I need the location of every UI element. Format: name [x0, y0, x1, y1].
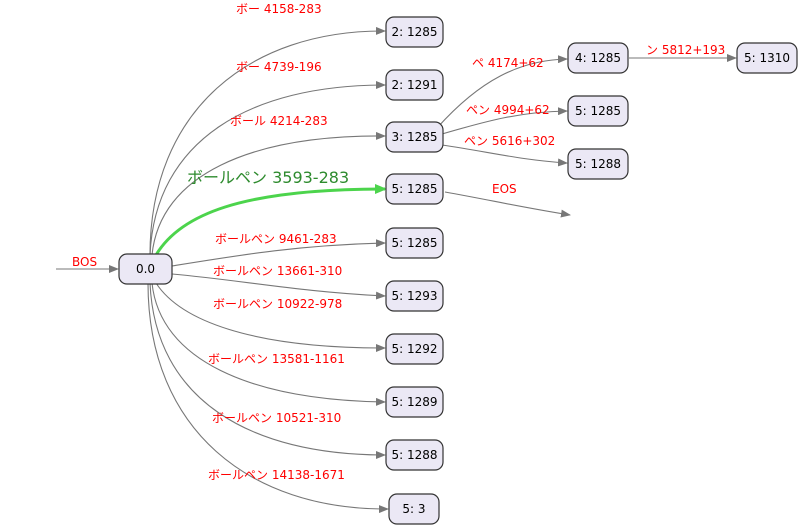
node-c: 3: 1285	[385, 121, 444, 153]
edge-h	[151, 282, 386, 406]
svg-text:5: 1285: 5: 1285	[391, 182, 437, 196]
svg-text:2: 1285: 2: 1285	[391, 25, 437, 39]
label-edge-best: ボールペン 3593-283	[187, 168, 349, 187]
svg-text:5: 1288: 5: 1288	[391, 448, 437, 462]
edge-b	[149, 81, 386, 256]
svg-text:5: 1285: 5: 1285	[391, 236, 437, 250]
svg-text:5: 1292: 5: 1292	[391, 342, 437, 356]
label-edge-a: ボー 4158-283	[236, 2, 322, 16]
node-root: 0.0	[118, 253, 173, 285]
label-edge-h: ボールペン 13581-1161	[208, 352, 345, 366]
edge-eos	[444, 191, 571, 218]
node-l: 5: 1310	[736, 42, 798, 74]
node-d: 5: 1285	[385, 173, 444, 205]
label-eos: EOS	[492, 182, 517, 196]
edge-best	[154, 184, 387, 256]
node-e: 5: 1285	[385, 227, 444, 259]
label-edge-c: ボール 4214-283	[230, 114, 328, 128]
node-f: 5: 1293	[385, 280, 444, 312]
label-edge-b: ボー 4739-196	[236, 60, 322, 74]
node-g: 5: 1292	[385, 333, 444, 365]
svg-text:3: 1285: 3: 1285	[391, 130, 437, 144]
label-edge-m: ペン 4994+62	[466, 103, 550, 117]
svg-text:2: 1291: 2: 1291	[391, 78, 437, 92]
node-m: 5: 1285	[567, 95, 629, 127]
edge-j	[147, 282, 389, 514]
label-edge-k: ペ 4174+62	[472, 56, 544, 70]
label-bos: BOS	[72, 255, 97, 269]
label-edge-f: ボールペン 13661-310	[213, 264, 342, 278]
label-edge-n: ペン 5616+302	[464, 134, 555, 148]
svg-text:5: 1288: 5: 1288	[575, 157, 621, 171]
edge-i	[149, 282, 386, 459]
svg-text:5: 3: 5: 3	[402, 502, 425, 516]
svg-text:4: 1285: 4: 1285	[575, 51, 621, 65]
label-edge-g: ボールペン 10922-978	[213, 297, 342, 311]
node-j: 5: 3	[388, 493, 440, 525]
node-b: 2: 1291	[385, 69, 444, 101]
edge-n	[441, 144, 568, 167]
svg-text:5: 1293: 5: 1293	[391, 289, 437, 303]
svg-text:5: 1285: 5: 1285	[575, 104, 621, 118]
nodes: 0.0 2: 1285 2: 1291 3: 1285 5: 1285 5: 1…	[118, 16, 798, 525]
edge-labels: BOS ボー 4158-283 ボー 4739-196 ボール 4214-283…	[72, 2, 725, 482]
node-k: 4: 1285	[567, 42, 629, 74]
svg-text:0.0: 0.0	[136, 262, 155, 276]
label-edge-i: ボールペン 10521-310	[212, 411, 341, 425]
svg-text:5: 1310: 5: 1310	[744, 51, 790, 65]
edge-k	[436, 55, 568, 129]
edge-e	[171, 239, 386, 267]
node-n: 5: 1288	[567, 148, 629, 180]
edge-c	[151, 131, 386, 256]
edges	[56, 26, 737, 514]
svg-text:5: 1289: 5: 1289	[391, 395, 437, 409]
edge-m	[441, 107, 568, 135]
label-edge-j: ボールペン 14138-1671	[208, 468, 345, 482]
edge-f	[171, 273, 386, 300]
label-edge-l: ン 5812+193	[646, 43, 725, 57]
label-edge-e: ボールペン 9461-283	[215, 232, 337, 246]
node-a: 2: 1285	[385, 16, 444, 48]
node-h: 5: 1289	[385, 386, 444, 418]
edge-g	[155, 282, 386, 352]
node-i: 5: 1288	[385, 439, 444, 471]
edge-a	[149, 26, 386, 256]
